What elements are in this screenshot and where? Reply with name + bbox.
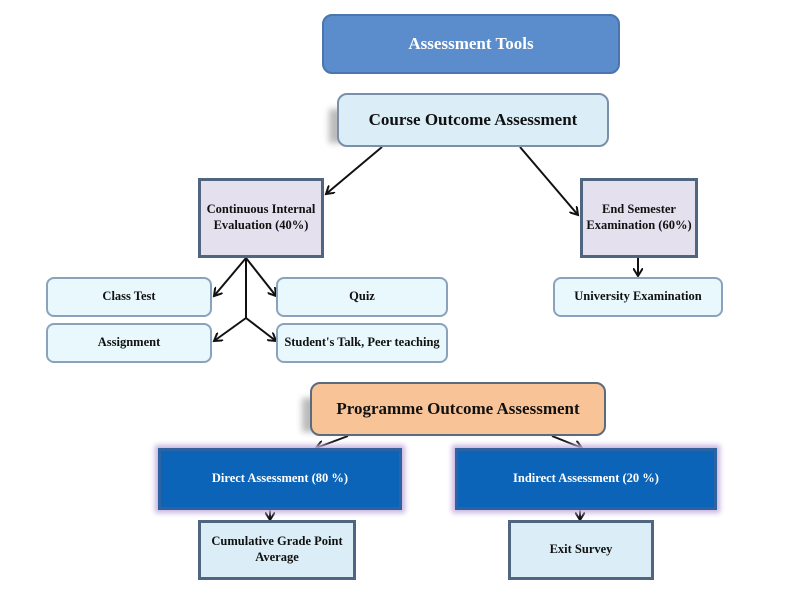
direct-assessment-node: Direct Assessment (80 %) <box>158 448 402 510</box>
programme-outcome-node: Programme Outcome Assessment <box>310 382 606 436</box>
course-outcome-node: Course Outcome Assessment <box>337 93 609 147</box>
indirect-assessment-node: Indirect Assessment (20 %) <box>455 448 717 510</box>
arrow-cie-to-assignment <box>214 317 247 341</box>
arrow-course-to-cie <box>326 146 383 194</box>
continuous-internal-evaluation-node: Continuous Internal Evaluation (40%) <box>198 178 324 258</box>
arrow-po-to-indirect <box>551 435 582 448</box>
arrow-cie-to-quiz <box>245 257 276 296</box>
cgpa-node: Cumulative Grade Point Average <box>198 520 356 580</box>
class-test-node: Class Test <box>46 277 212 317</box>
end-semester-examination-node: End Semester Examination (60%) <box>580 178 698 258</box>
arrow-course-to-ese <box>519 146 578 215</box>
university-examination-node: University Examination <box>553 277 723 317</box>
exit-survey-node: Exit Survey <box>508 520 654 580</box>
arrow-cie-to-class-test <box>214 257 247 296</box>
assessment-tools-node: Assessment Tools <box>322 14 620 74</box>
arrow-po-to-direct <box>316 435 349 448</box>
arrow-cie-to-students-talk <box>245 317 276 341</box>
students-talk-node: Student's Talk, Peer teaching <box>276 323 448 363</box>
assignment-node: Assignment <box>46 323 212 363</box>
quiz-node: Quiz <box>276 277 448 317</box>
